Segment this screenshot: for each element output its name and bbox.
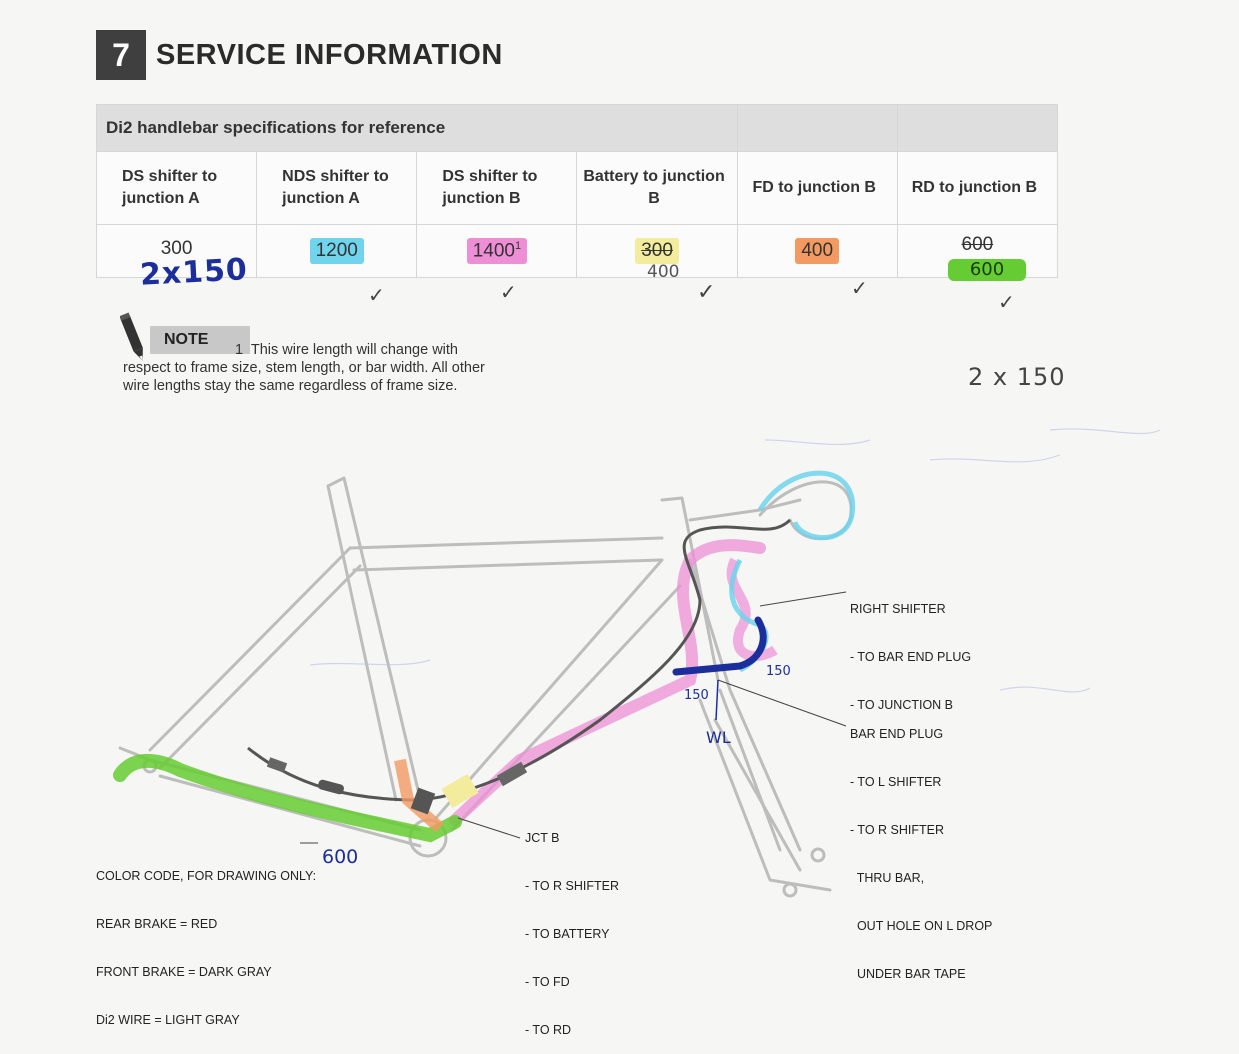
spec-table: Di2 handlebar specifications for referen… xyxy=(95,104,1059,278)
pink-wire-highlight xyxy=(449,539,766,826)
note-text-first: This wire length will change with xyxy=(250,342,458,358)
handwritten-2x150-right: 2 x 150 xyxy=(968,363,1066,391)
section-number: 7 xyxy=(96,30,146,80)
handwritten-wl: WL xyxy=(706,728,731,747)
bike-frame-diagram xyxy=(113,428,1161,898)
callout-bar-end-plug: BAR END PLUG - TO L SHIFTER - TO R SHIFT… xyxy=(850,727,993,981)
col-header-battery-b: Battery to junction B xyxy=(576,151,738,225)
check-mark-4: ✓ xyxy=(851,276,868,300)
value-ds-a: 300 xyxy=(95,224,258,278)
front-brake-line xyxy=(247,518,792,802)
note-label: NOTE xyxy=(150,326,250,354)
bar-end-blue xyxy=(672,616,767,676)
check-mark-5: ✓ xyxy=(998,290,1015,314)
col-header-rd-b: RD to junction B xyxy=(896,151,1059,225)
callout-color-code: COLOR CODE, FOR DRAWING ONLY: REAR BRAKE… xyxy=(96,869,317,1027)
note-text: 1 This wire length will change with resp… xyxy=(123,341,513,395)
handwritten-150-right: 150 xyxy=(766,664,791,679)
value-rd-b: 600 xyxy=(896,224,1059,278)
orange-fd-wire xyxy=(394,758,444,833)
check-mark-2: ✓ xyxy=(500,280,517,304)
battery-highlight xyxy=(441,773,479,809)
green-rd-wire xyxy=(113,753,462,843)
callout-jct-b: JCT B - TO R SHIFTER - TO BATTERY - TO F… xyxy=(525,831,619,1037)
col-header-nds-a: NDS shifter to junction A xyxy=(256,151,418,225)
section-title: SERVICE INFORMATION xyxy=(156,38,503,71)
col-header-fd-b: FD to junction B xyxy=(736,151,898,225)
note-footnote-number: 1 xyxy=(235,342,244,358)
check-mark-3: ✓ xyxy=(697,280,716,305)
handwritten-400-battery: 400 xyxy=(647,262,680,282)
col-header-ds-b: DS shifter to junction B xyxy=(416,151,578,225)
handwritten-600-rd: 600 xyxy=(948,259,1026,281)
value-ds-b: 14001 xyxy=(416,224,578,278)
check-mark-1: ✓ xyxy=(368,283,385,307)
col-header-ds-a: DS shifter to junction A xyxy=(95,151,258,225)
callout-right-shifter: RIGHT SHIFTER - TO BAR END PLUG - TO JUN… xyxy=(850,602,972,712)
value-fd-b: 400 xyxy=(736,224,898,278)
spec-table-title: Di2 handlebar specifications for referen… xyxy=(96,104,738,152)
section-header: 7 SERVICE INFORMATION xyxy=(96,30,503,80)
value-battery-b: 300 xyxy=(576,224,738,278)
note-text-rest: respect to frame size, stem length, or b… xyxy=(123,360,485,394)
handwritten-600-rear: 600 xyxy=(322,846,359,868)
leader-lines xyxy=(300,591,847,844)
handwritten-150-left: 150 xyxy=(684,688,709,703)
frame-outline xyxy=(118,476,853,898)
footnote-marker: 1 xyxy=(514,239,522,252)
pencil-icon xyxy=(120,312,143,361)
